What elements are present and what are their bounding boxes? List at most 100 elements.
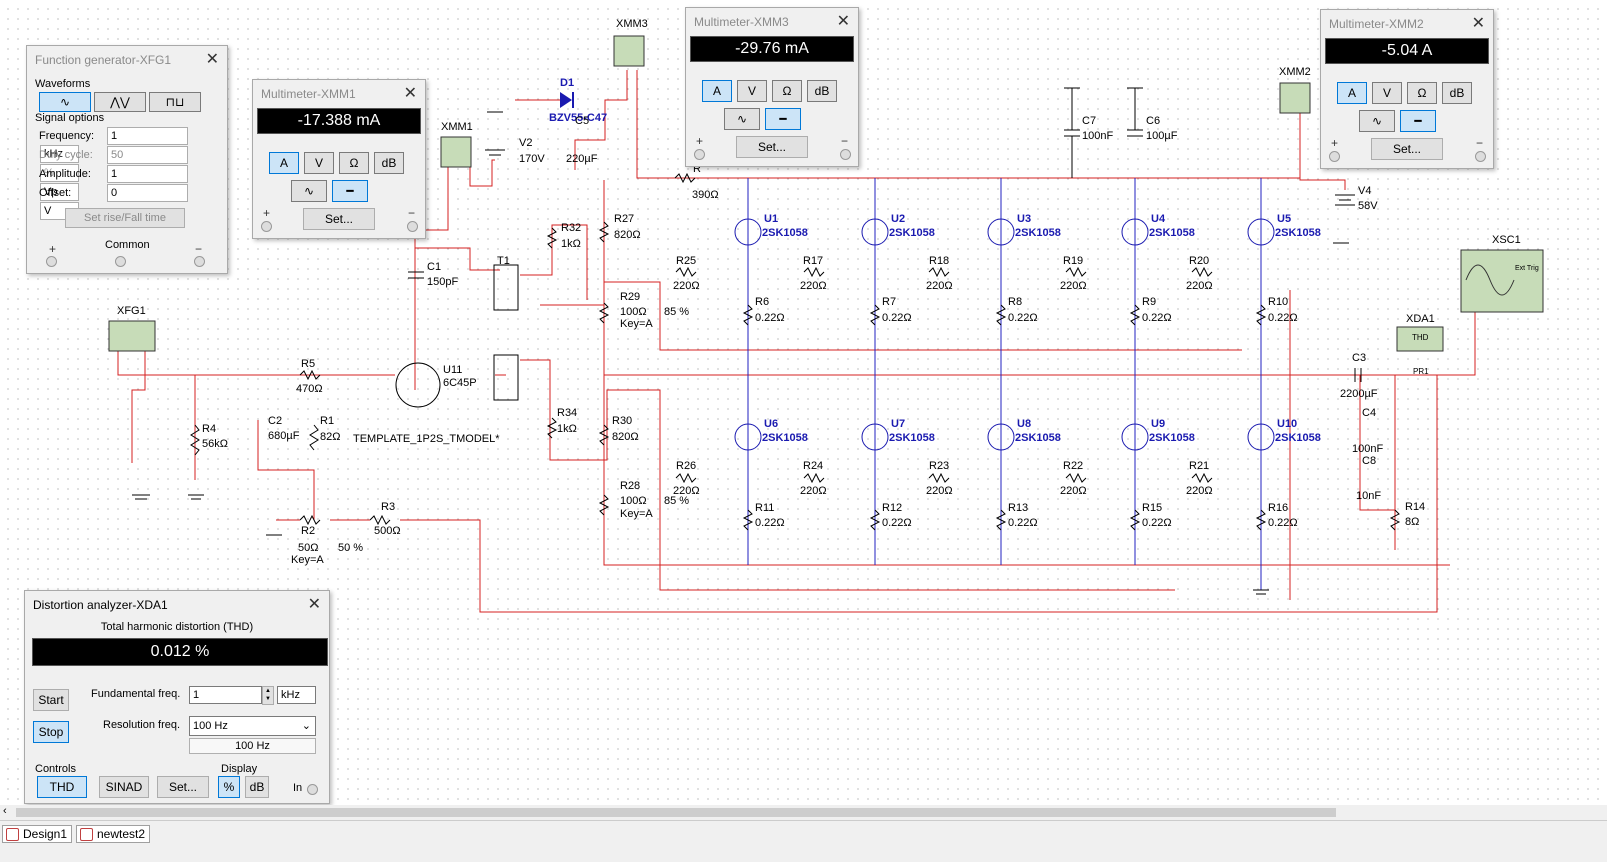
source-resistor-name: R12 <box>882 502 902 514</box>
source-resistor-name: R8 <box>1008 296 1022 308</box>
amplitude-input[interactable]: 1 <box>107 165 188 184</box>
close-icon[interactable]: ✕ <box>1471 15 1485 32</box>
frequency-input[interactable]: 1 <box>107 127 188 146</box>
plus-terminal-label: + <box>49 242 57 256</box>
scroll-left-icon[interactable]: ‹ <box>3 805 7 817</box>
sinad-button[interactable]: SINAD <box>99 776 149 798</box>
mosfet-model: 2SK1058 <box>1275 432 1321 444</box>
mosfet-name: U7 <box>891 418 905 430</box>
label-c1-value: 150pF <box>427 276 458 288</box>
label-r29-key: Key=A <box>620 318 653 330</box>
label-v2: V2 <box>519 137 532 149</box>
ac-mode-button[interactable]: ∿ <box>724 108 760 130</box>
amplitude-unit[interactable]: Vp <box>40 183 79 202</box>
mode-amps-button[interactable]: A <box>269 152 299 174</box>
label-c2-value: 680µF <box>268 430 300 442</box>
label-c7-value: 100nF <box>1082 130 1113 142</box>
plus-terminal[interactable] <box>46 256 57 267</box>
in-terminal[interactable] <box>307 784 318 795</box>
gate-resistor-value: 220Ω <box>1186 485 1213 497</box>
start-button[interactable]: Start <box>33 689 69 711</box>
label-xda1: XDA1 <box>1406 313 1435 325</box>
frequency-unit[interactable]: kHz <box>40 145 79 164</box>
horizontal-scrollbar[interactable]: ‹ <box>0 805 1607 820</box>
display-label: Display <box>221 763 258 775</box>
dc-mode-button[interactable]: ━ <box>1400 110 1436 132</box>
label-c5: C5 <box>575 115 589 127</box>
common-terminal[interactable] <box>115 256 126 267</box>
mosfet-model: 2SK1058 <box>762 432 808 444</box>
scrollbar-thumb[interactable] <box>16 808 1336 817</box>
plus-terminal[interactable] <box>1329 151 1340 162</box>
gate-resistor-name: R22 <box>1063 460 1083 472</box>
plus-terminal[interactable] <box>694 149 705 160</box>
label-r14-value: 8Ω <box>1405 516 1419 528</box>
minus-terminal[interactable] <box>1475 151 1486 162</box>
close-icon[interactable]: ✕ <box>836 13 850 30</box>
mosfet-name: U6 <box>764 418 778 430</box>
schematic-drawing: XMM3 XMM1 XMM2 XFG1 XDA1 XSC1 THD PR1 Ex… <box>108 18 1544 613</box>
db-button[interactable]: dB <box>245 776 269 798</box>
offset-input[interactable]: 0 <box>107 184 188 203</box>
spinner-icon[interactable]: ▲▼ <box>262 686 274 705</box>
gate-resistor-name: R26 <box>676 460 696 472</box>
ac-mode-button[interactable]: ∿ <box>291 180 327 202</box>
fundamental-unit[interactable]: kHz <box>277 686 316 704</box>
close-icon[interactable]: ✕ <box>403 85 417 102</box>
source-resistor-value: 0.22Ω <box>1008 517 1038 529</box>
triangle-wave-button[interactable]: ⋀⋁ <box>94 92 146 112</box>
gate-resistor-name: R17 <box>803 255 823 267</box>
set-button[interactable]: Set... <box>303 208 375 230</box>
minus-terminal[interactable] <box>407 221 418 232</box>
dc-mode-button[interactable]: ━ <box>332 180 368 202</box>
resolution-freq-select[interactable]: 100 Hz⌄ <box>189 716 316 736</box>
set-button[interactable]: Set... <box>157 776 209 798</box>
function-generator-window[interactable]: Function generator-XFG1✕ Waveforms ∿⋀⋁⊓⊔… <box>26 45 228 274</box>
fundamental-freq-input[interactable]: 1 <box>189 686 262 704</box>
square-wave-button[interactable]: ⊓⊔ <box>149 92 201 112</box>
sine-wave-button[interactable]: ∿ <box>39 92 91 112</box>
dc-mode-button[interactable]: ━ <box>765 108 801 130</box>
percent-button[interactable]: % <box>218 776 240 798</box>
stop-button[interactable]: Stop <box>33 721 69 743</box>
minus-terminal[interactable] <box>194 256 205 267</box>
distortion-analyzer-window[interactable]: Distortion analyzer-XDA1✕ Total harmonic… <box>24 590 330 804</box>
ac-mode-button[interactable]: ∿ <box>1359 110 1395 132</box>
close-icon[interactable]: ✕ <box>307 596 321 613</box>
mode-amps-button[interactable]: A <box>1337 82 1367 104</box>
minus-terminal[interactable] <box>840 149 851 160</box>
label-xmm1: XMM1 <box>441 121 473 133</box>
label-r32: R32 <box>561 222 581 234</box>
mode-ohms-button[interactable]: Ω <box>1407 82 1437 104</box>
mode-volts-button[interactable]: V <box>304 152 334 174</box>
mode-db-button[interactable]: dB <box>1442 82 1472 104</box>
mode-ohms-button[interactable]: Ω <box>339 152 369 174</box>
set-button[interactable]: Set... <box>1371 138 1443 160</box>
label-r28-value: 100Ω <box>620 495 647 507</box>
thd-label: Total harmonic distortion (THD) <box>100 621 254 633</box>
mode-volts-button[interactable]: V <box>737 80 767 102</box>
plus-terminal[interactable] <box>261 221 272 232</box>
mode-amps-button[interactable]: A <box>702 80 732 102</box>
mosfet-name: U10 <box>1277 418 1297 430</box>
tab-newtest2[interactable]: newtest2 <box>76 825 151 843</box>
thd-button[interactable]: THD <box>37 776 87 798</box>
mode-volts-button[interactable]: V <box>1372 82 1402 104</box>
close-icon[interactable]: ✕ <box>205 51 219 68</box>
mode-db-button[interactable]: dB <box>374 152 404 174</box>
set-button[interactable]: Set... <box>736 136 808 158</box>
minus-terminal-label: − <box>195 242 203 256</box>
mode-ohms-button[interactable]: Ω <box>772 80 802 102</box>
label-c3-value: 2200µF <box>1340 388 1378 400</box>
mosfet-name: U2 <box>891 213 905 225</box>
label-c4-value: 100nF <box>1352 443 1383 455</box>
design-file-icon <box>6 828 19 841</box>
minus-terminal-label: − <box>841 134 849 148</box>
gate-resistor-name: R24 <box>803 460 823 472</box>
tab-design1[interactable]: Design1 <box>2 825 73 843</box>
mode-db-button[interactable]: dB <box>807 80 837 102</box>
set-rise-fall-button: Set rise/Fall time <box>65 208 185 228</box>
